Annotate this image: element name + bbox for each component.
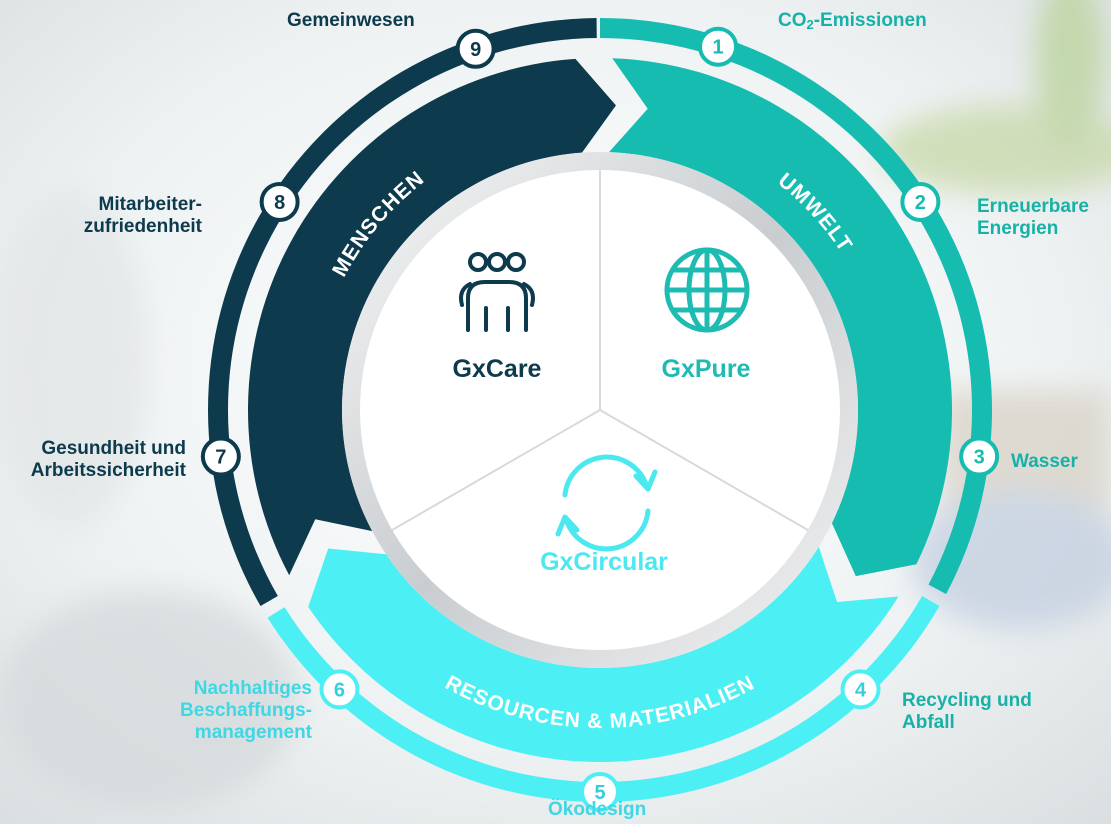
topic-3-label: Wasser [1011, 451, 1078, 472]
topic-number-text: 7 [215, 447, 226, 469]
topic-number-text: 1 [712, 37, 723, 59]
outer-ring-umwelt [600, 18, 992, 595]
topic-1-label-sub: 2 [806, 17, 814, 32]
topic-number-circle [580, 772, 620, 812]
topic-8-label: Mitarbeiter- zufriedenheit [83, 194, 202, 237]
topic-number-text: 4 [855, 679, 867, 701]
topic-number-circle [698, 26, 739, 67]
recycle-arrows-icon [555, 454, 658, 552]
topic-number-text: 9 [470, 39, 481, 61]
outer-ring-menschen [208, 18, 597, 606]
topic-number-circle [259, 181, 300, 222]
topic-3-marker: 3 [959, 436, 1000, 477]
topic-number-circle [840, 669, 881, 710]
topic-2-marker: 2 [900, 181, 941, 222]
topic-7-label: Gesundheit und Arbeitssicherheit [30, 438, 186, 481]
pillar-name-gxcare: GxCare [453, 355, 542, 383]
topic-number-circle [319, 669, 360, 710]
people-icon [459, 252, 535, 332]
topic-1-label: CO2-Emissionen [778, 10, 927, 32]
topic-2-label: Erneuerbare Energien [977, 196, 1089, 239]
topic-number-text: 5 [594, 782, 605, 804]
topic-number-text: 2 [915, 192, 926, 214]
outer-ring-ressourcen [267, 596, 940, 802]
topic-number-text: 8 [274, 192, 285, 214]
topic-1-label-main: CO [778, 10, 807, 31]
pillar-name-gxpure: GxPure [662, 355, 751, 383]
topic-6-label: Nachhaltiges Beschaffungs- management [180, 678, 312, 743]
topic-1-marker: 1 [698, 26, 739, 67]
topic-7-marker: 7 [200, 436, 241, 477]
topic-number-circle [200, 436, 241, 477]
band-ressourcen [308, 546, 899, 763]
topic-number-circle [455, 28, 496, 69]
sector-divider-3 [391, 409, 601, 531]
topic-4-label: Recycling und Abfall [902, 690, 1032, 733]
globe-icon [664, 247, 750, 333]
topic-8-marker: 8 [259, 181, 300, 222]
pillar-name-gxcircular: GxCircular [540, 548, 668, 576]
topic-9-marker: 9 [455, 28, 496, 69]
topic-number-circle [900, 181, 941, 222]
sector-divider-2 [599, 409, 809, 531]
topic-5-marker: 5 [580, 772, 620, 812]
topic-6-marker: 6 [319, 669, 360, 710]
band-umwelt [609, 58, 952, 577]
topic-1-label-rest: -Emissionen [813, 10, 927, 31]
topic-9-label: Gemeinwesen [287, 10, 415, 31]
topic-number-text: 6 [334, 679, 345, 701]
band-menschen [248, 58, 616, 576]
topic-number-text: 3 [974, 447, 985, 469]
topic-4-marker: 4 [840, 669, 881, 710]
topic-number-circle [959, 436, 1000, 477]
topic-5-label: Ökodesign [548, 799, 647, 820]
